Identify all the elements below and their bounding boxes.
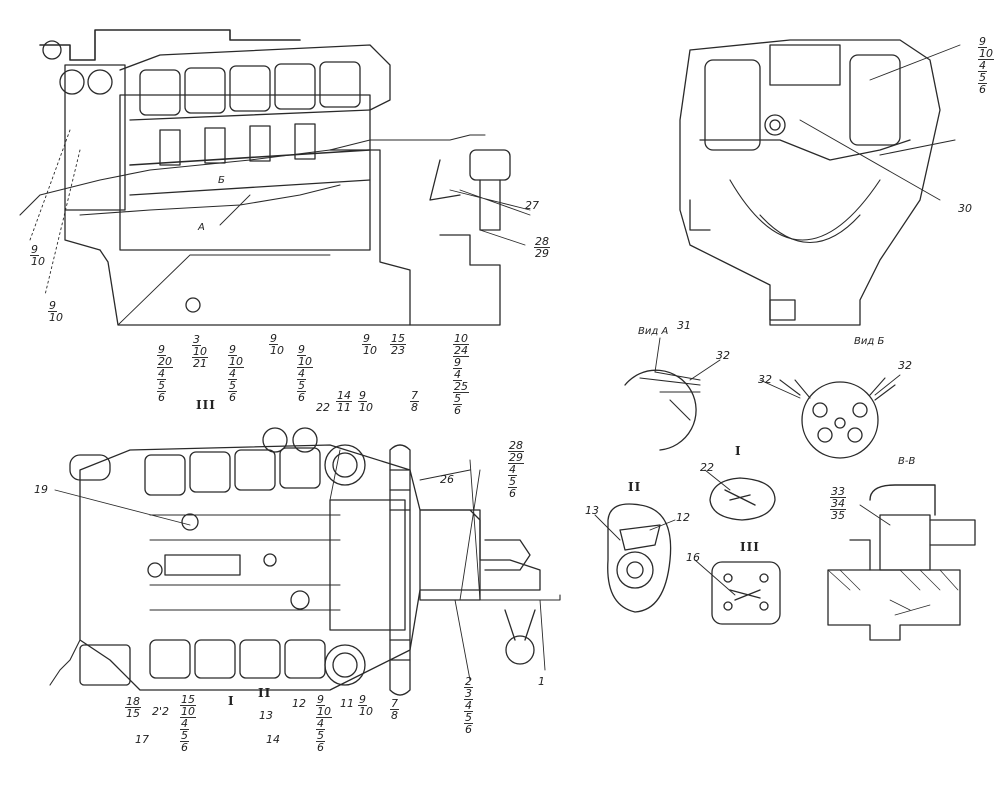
callout-31: 31 — [677, 319, 691, 332]
section-b-b — [827, 484, 976, 641]
roman-ii-bottom: II — [258, 686, 272, 700]
callout-32-a: 32 — [716, 349, 730, 362]
view-b-label: Вид Б — [854, 336, 885, 347]
callout-17: 17 — [135, 733, 149, 746]
view-b-detail — [759, 374, 901, 459]
engine-side-view — [19, 29, 531, 326]
detail-i — [704, 469, 776, 521]
engine-top-view — [49, 427, 561, 696]
view-a-detail — [624, 337, 721, 451]
callout-11: 11 — [340, 697, 354, 710]
callout-14: 14 — [266, 733, 280, 746]
callout-22: 22 — [316, 401, 330, 414]
roman-i-top: I — [735, 444, 742, 458]
callout-12: 12 — [292, 697, 306, 710]
detail-ii — [594, 503, 676, 613]
callout-stack-b3: 13 — [259, 709, 273, 722]
callout-13-detail: 13 — [585, 504, 599, 517]
callout-26: 26 — [440, 473, 454, 486]
section-bb-label: В-В — [898, 456, 916, 467]
callout-16: 16 — [686, 551, 700, 564]
engine-front-view — [679, 39, 961, 326]
view-a-label: Вид А — [638, 326, 669, 337]
roman-iii-left: III — [196, 398, 216, 412]
detail-iii — [694, 559, 781, 625]
mark-b: Б — [218, 175, 225, 186]
roman-i-bottom: I — [228, 694, 235, 708]
callout-22-detail: 22 — [700, 461, 714, 474]
mark-a: А — [198, 222, 205, 233]
callout-32-c: 32 — [898, 359, 912, 372]
callout-12-detail: 12 — [676, 511, 690, 524]
callout-30: 30 — [958, 202, 972, 215]
roman-iii-top: III — [740, 540, 760, 554]
callout-27: 27 — [525, 199, 539, 212]
callout-1: 1 — [538, 675, 545, 688]
callout-19: 19 — [34, 483, 48, 496]
roman-ii-top: II — [628, 480, 642, 494]
callout-2-2: 2'2 — [152, 705, 170, 718]
callout-32-b: 32 — [758, 373, 772, 386]
